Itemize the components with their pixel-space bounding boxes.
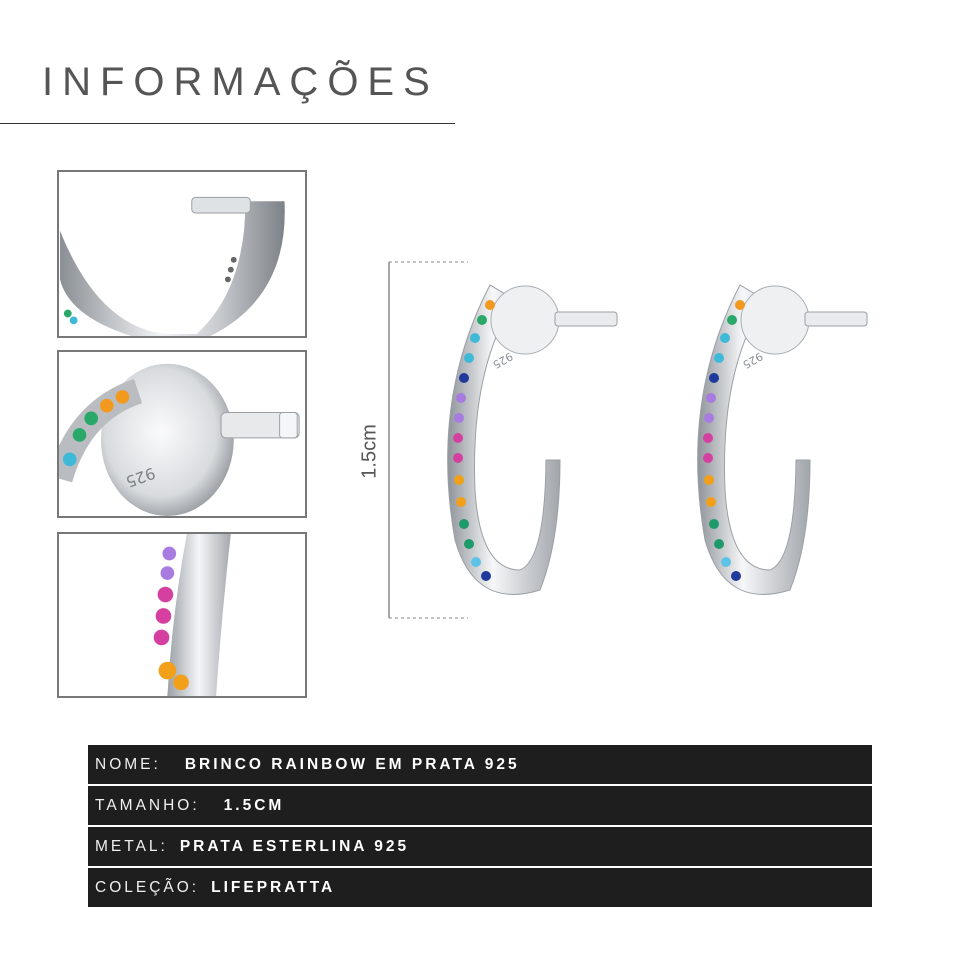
info-label: TAMANHO: bbox=[95, 796, 200, 814]
detail-image-gems bbox=[57, 532, 307, 698]
title-divider bbox=[0, 123, 455, 124]
earrings-illustration: 925 925 bbox=[388, 261, 868, 619]
product-photo: 925 925 bbox=[350, 240, 910, 660]
earring-right: 925 bbox=[697, 284, 868, 595]
page-title: INFORMAÇÕES bbox=[42, 60, 439, 104]
dimension-label: 1.5cm bbox=[358, 424, 381, 479]
earring-left: 925 bbox=[447, 284, 618, 595]
earring-backing-illustration: 925 bbox=[59, 363, 300, 516]
stamp-text-left: 925 bbox=[490, 349, 515, 371]
info-value: PRATA ESTERLINA 925 bbox=[179, 837, 410, 855]
info-row-collection: COLEÇÃO: LIFEPRATTA bbox=[88, 868, 872, 907]
stamp-text-right: 925 bbox=[740, 349, 765, 371]
hoop-top-illustration bbox=[59, 196, 285, 336]
gem-row-illustration bbox=[153, 534, 231, 696]
info-row-size: TAMANHO: 1.5CM bbox=[88, 786, 872, 825]
info-row-metal: METAL: PRATA ESTERLINA 925 bbox=[88, 827, 872, 866]
info-label: COLEÇÃO: bbox=[95, 878, 200, 896]
info-label: METAL: bbox=[95, 837, 168, 855]
info-label: NOME: bbox=[95, 755, 161, 773]
detail-image-hoop-top bbox=[57, 170, 307, 338]
info-value: LIFEPRATTA bbox=[211, 878, 336, 896]
info-value: 1.5CM bbox=[223, 796, 285, 814]
info-table: NOME: BRINCO RAINBOW EM PRATA 925 TAMANH… bbox=[88, 745, 872, 909]
info-value: BRINCO RAINBOW EM PRATA 925 bbox=[184, 755, 520, 773]
detail-image-backing: 925 bbox=[57, 350, 307, 518]
info-row-name: NOME: BRINCO RAINBOW EM PRATA 925 bbox=[88, 745, 872, 784]
